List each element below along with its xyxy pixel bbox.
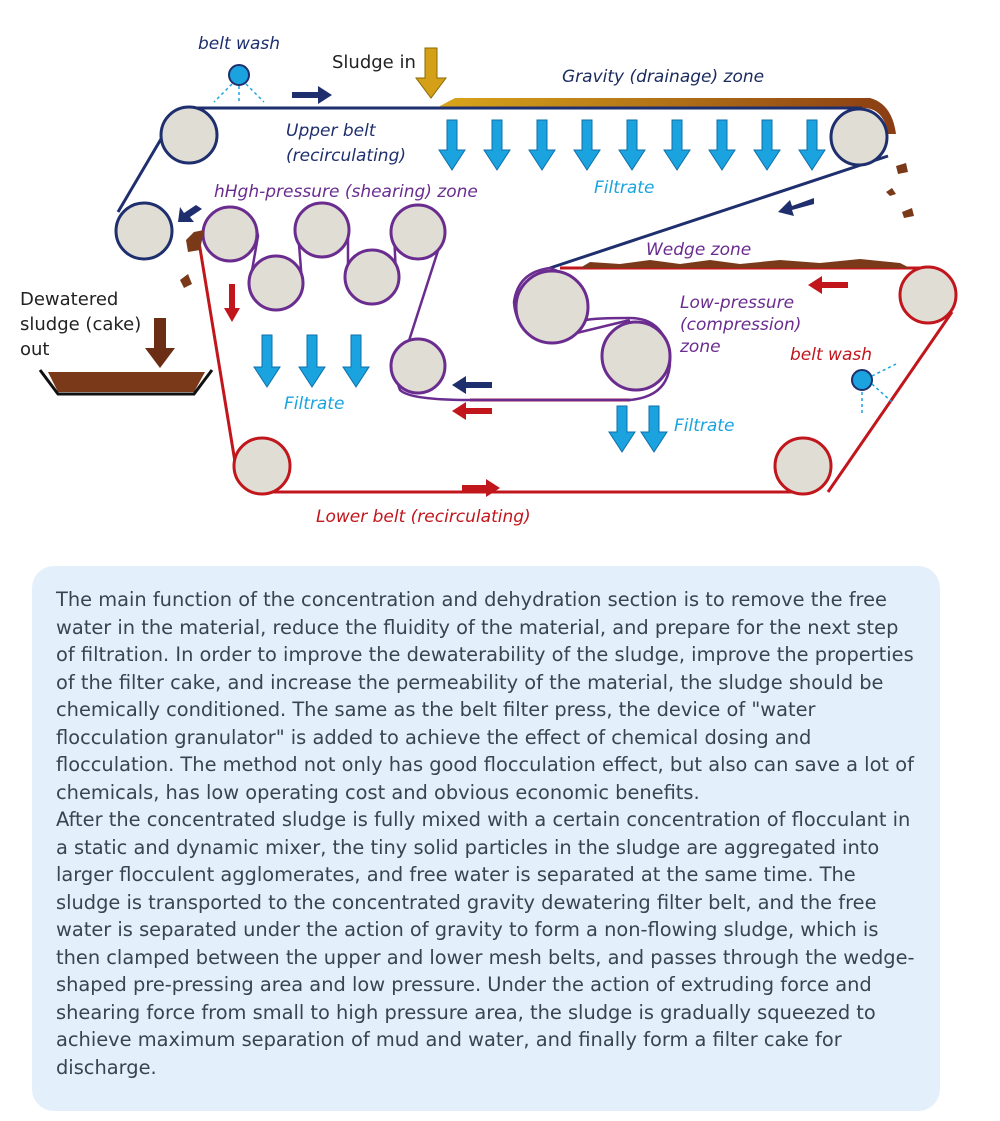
belt-press-diagram: belt wash Sludge in Gravity (drainage) z… <box>20 34 958 527</box>
belt-wash-right-label: belt wash <box>790 345 872 365</box>
belt-wash-top <box>213 64 265 104</box>
description-panel: The main function of the concentration a… <box>32 566 940 1111</box>
belt-wash-nozzle-icon <box>228 64 250 86</box>
lower-belt-label: Lower belt (recirculating) <box>316 507 531 527</box>
filtrate-right-label: Filtrate <box>674 416 734 436</box>
belt-wash-nozzle-icon <box>851 369 873 391</box>
roller <box>898 265 958 325</box>
description-paragraph-2: After the concentrated sludge is fully m… <box>56 808 915 1079</box>
roller <box>343 248 401 306</box>
sludge-in-arrow <box>415 47 447 99</box>
dewatered-label-2: sludge (cake) <box>20 314 141 335</box>
wedge-zone-sludge <box>580 259 910 268</box>
gravity-zone-sludge <box>440 98 896 134</box>
direction-arrows <box>178 86 848 497</box>
description-paragraph-1: The main function of the concentration a… <box>56 588 914 804</box>
filtrate-left-label: Filtrate <box>284 394 344 414</box>
roller <box>600 320 672 392</box>
rollers <box>114 105 958 496</box>
belt-wash-top-label: belt wash <box>198 34 280 54</box>
roller <box>514 269 590 345</box>
roller <box>232 436 292 496</box>
low-pressure-label-3: zone <box>679 337 721 357</box>
sludge-particles <box>180 163 914 288</box>
roller <box>389 203 447 261</box>
roller <box>293 201 351 259</box>
low-pressure-label-1: Low-pressure <box>680 293 794 313</box>
gravity-zone-label: Gravity (drainage) zone <box>562 67 764 87</box>
belt-wash-right <box>851 363 897 414</box>
upper-belt-label-1: Upper belt <box>286 121 377 141</box>
upper-belt-label-2: (recirculating) <box>286 146 406 166</box>
roller <box>201 205 259 263</box>
filtrate-top-label: Filtrate <box>594 178 654 198</box>
roller <box>247 254 305 312</box>
roller <box>159 105 219 165</box>
wedge-zone-label: Wedge zone <box>646 240 751 260</box>
roller <box>773 436 833 496</box>
dewatered-label-3: out <box>20 339 49 360</box>
cake-out-arrow <box>145 318 175 368</box>
roller <box>389 337 447 395</box>
roller <box>829 107 889 167</box>
dewatered-label-1: Dewatered <box>20 289 118 310</box>
upper-belt <box>116 106 889 270</box>
low-pressure-label-2: (compression) <box>680 315 801 335</box>
roller <box>114 201 174 261</box>
sludge-in-label: Sludge in <box>332 52 416 73</box>
high-pressure-zone-label: hHgh-pressure (shearing) zone <box>214 182 478 202</box>
filtrate-arrows <box>253 119 826 453</box>
cake-tray <box>38 369 214 396</box>
